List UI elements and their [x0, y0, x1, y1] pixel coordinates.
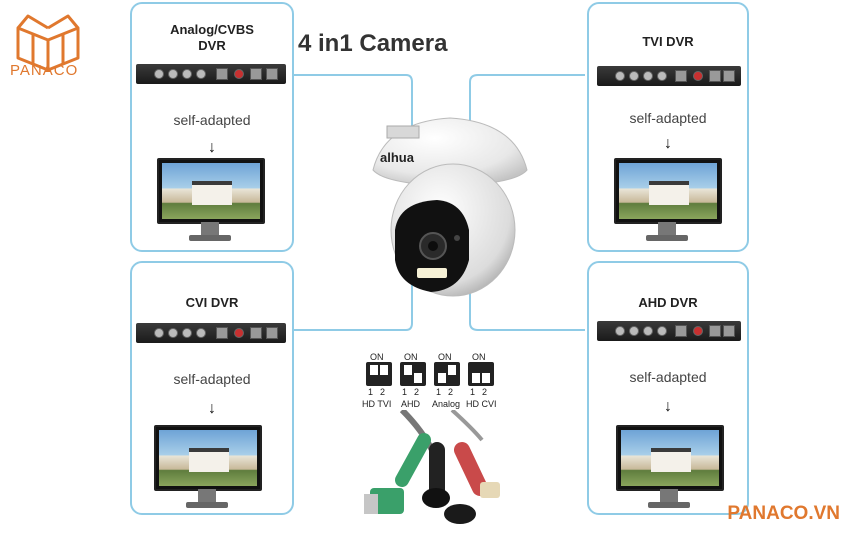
brand-name: PANACO [10, 62, 79, 79]
switch-label-hd-cvi: HD CVI [466, 399, 497, 409]
cvi-dvr-box: CVI DVR self-adapted ↓ [130, 261, 294, 515]
switch-number: 1 [436, 387, 442, 397]
switch-on-label: ON [404, 352, 418, 362]
self-adapted-label: self-adapted [629, 110, 707, 126]
switch-on-label: ON [438, 352, 452, 362]
switch-label-analog: Analog [432, 399, 461, 409]
switch-label-ahd: AHD [401, 399, 421, 409]
self-adapted-label: self-adapted [173, 112, 251, 128]
camera-brand: alhua [380, 150, 414, 165]
dip-switch-4 [468, 362, 494, 386]
cvi-dvr-title: CVI DVR [185, 295, 239, 310]
dip-switch-2 [400, 362, 426, 386]
switch-number: 1 [470, 387, 476, 397]
dvr-unit [597, 321, 741, 341]
panaco-logo-icon [16, 14, 80, 72]
diagram-title: 4 in1 Camera [298, 30, 448, 57]
dvr-unit [136, 323, 286, 343]
switch-on-label: ON [472, 352, 486, 362]
monitor-icon [616, 425, 724, 511]
ahd-dvr-title: AHD DVR [638, 295, 698, 310]
self-adapted-label: self-adapted [629, 369, 707, 385]
analog-dvr-box: Analog/CVBS DVR self-adapted ↓ [130, 2, 294, 252]
down-arrow-icon: ↓ [208, 400, 216, 417]
dvr-unit [597, 66, 741, 86]
monitor-icon [157, 158, 265, 244]
switch-number: 1 [402, 387, 408, 397]
analog-dvr-title-2: DVR [198, 38, 226, 53]
ahd-dvr-box: AHD DVR self-adapted ↓ [587, 261, 749, 515]
dip-switch-3 [434, 362, 460, 386]
switch-number: 1 [368, 387, 374, 397]
tvi-dvr-title: TVI DVR [642, 34, 694, 49]
switch-label-hd-tvi: HD TVI [362, 399, 392, 409]
switch-number: 2 [414, 387, 420, 397]
monitor-icon [614, 158, 722, 244]
cable-connectors-icon [364, 410, 500, 524]
down-arrow-icon: ↓ [664, 398, 672, 415]
dome-camera-icon [372, 117, 528, 297]
dip-switch-1 [366, 362, 392, 386]
switch-number: 2 [448, 387, 454, 397]
dvr-unit [136, 64, 286, 84]
dip-switch-panel: ON 1 2 HD TVI ON 1 2 AHD ON 1 2 Analog O… [362, 352, 502, 412]
self-adapted-label: self-adapted [173, 371, 251, 387]
tvi-dvr-box: TVI DVR self-adapted ↓ [587, 2, 749, 252]
analog-dvr-title: Analog/CVBS [170, 22, 254, 37]
monitor-icon [154, 425, 262, 511]
down-arrow-icon: ↓ [208, 139, 216, 156]
switch-on-label: ON [370, 352, 384, 362]
switch-number: 2 [380, 387, 386, 397]
switch-number: 2 [482, 387, 488, 397]
down-arrow-icon: ↓ [664, 135, 672, 152]
footer-site: PANACO.VN [727, 503, 840, 524]
